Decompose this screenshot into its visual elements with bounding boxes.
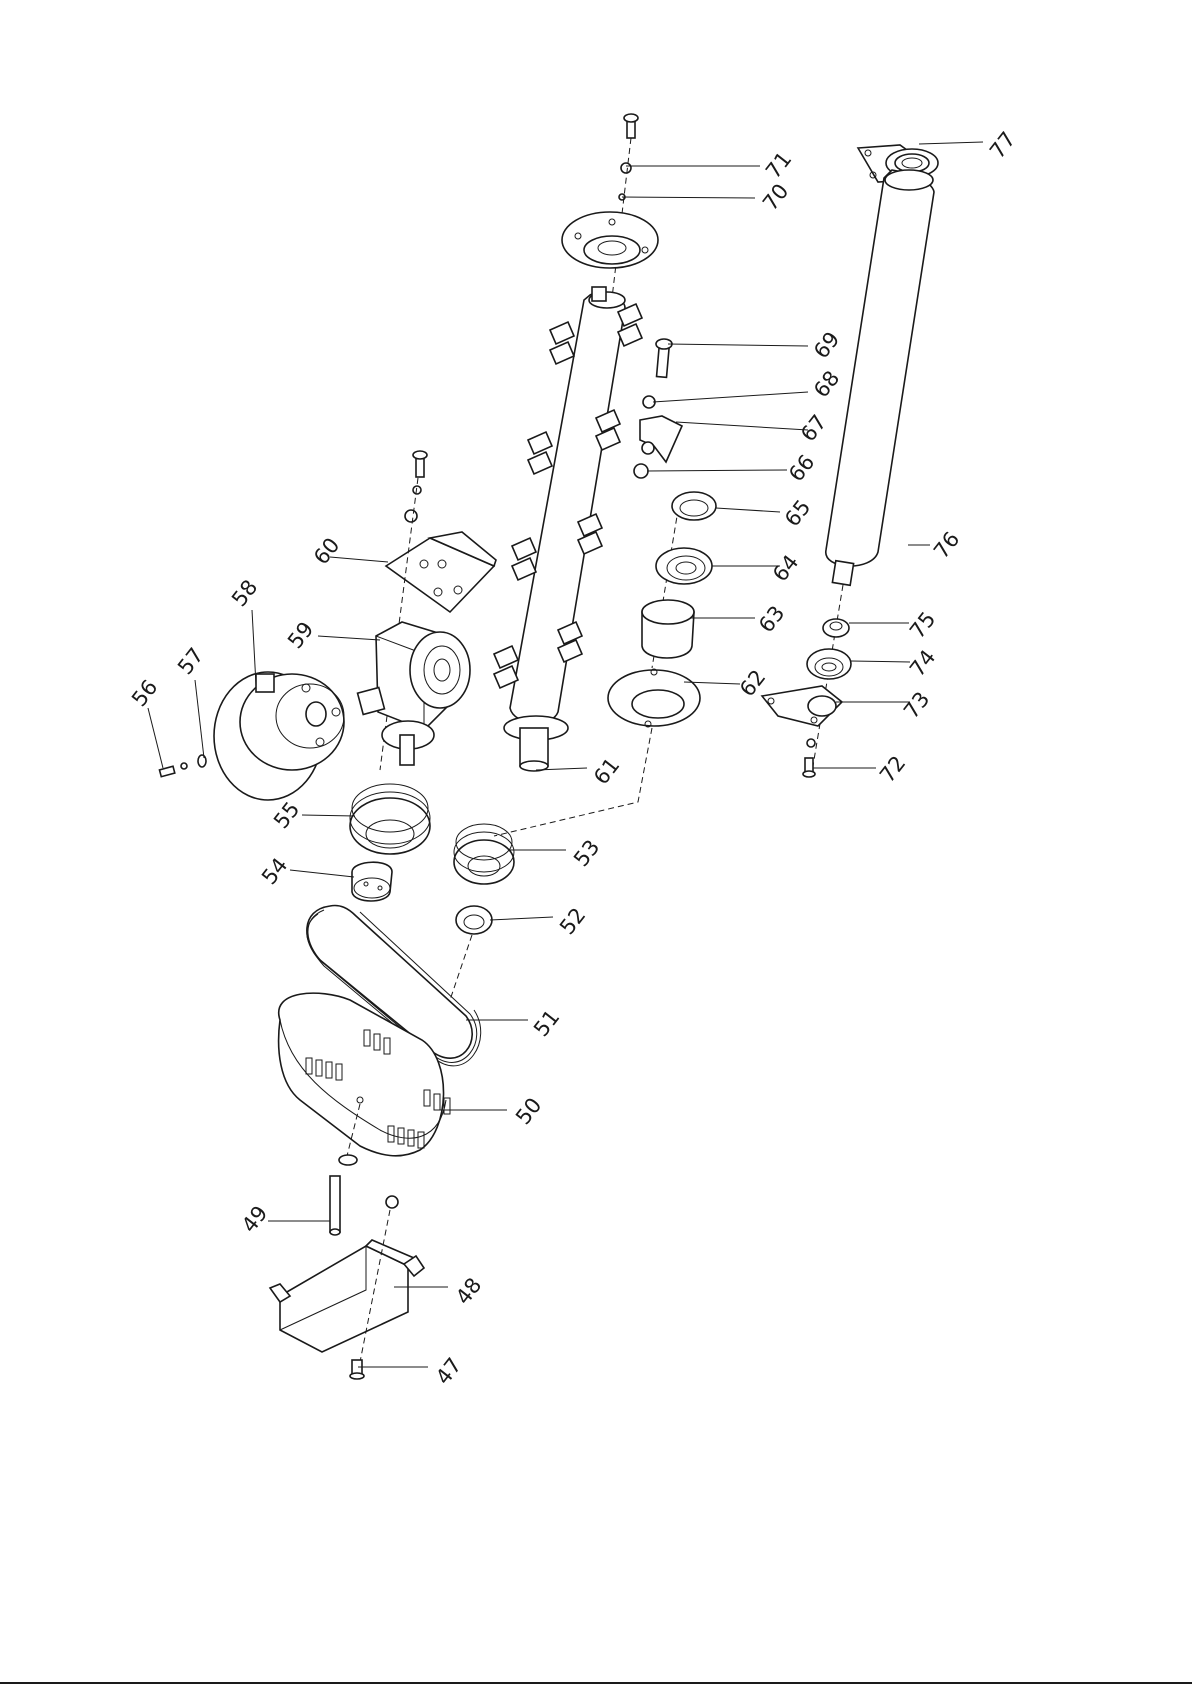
label-75: 75 (905, 607, 940, 643)
label-51: 51 (529, 1005, 564, 1041)
label-54: 54 (257, 853, 292, 889)
label-69: 69 (809, 327, 844, 363)
label-65: 65 (780, 495, 815, 531)
label-49: 49 (237, 1201, 272, 1237)
assembly-axis-belt (450, 935, 472, 1000)
part-54-taper-bush (352, 862, 392, 901)
label-52: 52 (555, 903, 590, 939)
part-49-pin (330, 1176, 340, 1235)
part-75-bearing (823, 619, 849, 637)
label-64: 64 (768, 550, 803, 586)
part-57-washer (198, 755, 206, 767)
part-washer-guard (339, 1155, 357, 1165)
label-58: 58 (227, 575, 262, 611)
part-56-screw (159, 763, 187, 777)
part-66-nut (634, 464, 648, 478)
part-58-large-pulley (214, 672, 344, 800)
part-72-screw (803, 739, 815, 777)
label-48: 48 (451, 1273, 486, 1309)
part-64-bearing (656, 548, 712, 584)
part-69-bolt (656, 339, 672, 377)
part-76-roller (826, 170, 934, 585)
label-76: 76 (929, 527, 964, 563)
part-50-belt-guard (279, 993, 450, 1156)
part-65-seal-ring (672, 492, 716, 520)
label-56: 56 (127, 675, 162, 711)
part-74-bearing-housing (807, 649, 851, 679)
label-55: 55 (269, 797, 304, 833)
label-71: 71 (761, 147, 796, 183)
label-67: 67 (796, 410, 831, 446)
label-63: 63 (754, 601, 789, 637)
part-55-belt-pulley (350, 784, 430, 854)
assembly-axis-pulley (494, 728, 652, 836)
label-73: 73 (899, 687, 934, 723)
label-60: 60 (309, 533, 344, 569)
part-52-taper-bush (456, 906, 492, 934)
label-50: 50 (511, 1093, 546, 1129)
part-60-bracket (386, 451, 496, 612)
part-47-screw (350, 1360, 364, 1379)
part-67-bracket (640, 416, 682, 462)
label-70: 70 (758, 179, 793, 215)
label-61: 61 (589, 753, 624, 789)
label-74: 74 (905, 645, 940, 681)
label-59: 59 (283, 617, 318, 653)
label-66: 66 (784, 450, 819, 486)
label-53: 53 (569, 835, 604, 871)
label-77: 77 (985, 127, 1020, 163)
label-57: 57 (173, 643, 208, 679)
part-flange-top (562, 212, 658, 268)
label-47: 47 (431, 1353, 466, 1389)
page-bottom-border (0, 1682, 1192, 1684)
part-59-gearbox (358, 622, 470, 765)
part-48-guard-bracket (270, 1196, 424, 1352)
label-72: 72 (875, 751, 910, 787)
part-71-70-screw-washer (619, 114, 638, 200)
part-63-spacer (642, 600, 694, 658)
label-68: 68 (809, 366, 844, 402)
part-62-flange-ring (608, 669, 700, 727)
part-73-flange-plate (762, 686, 842, 726)
